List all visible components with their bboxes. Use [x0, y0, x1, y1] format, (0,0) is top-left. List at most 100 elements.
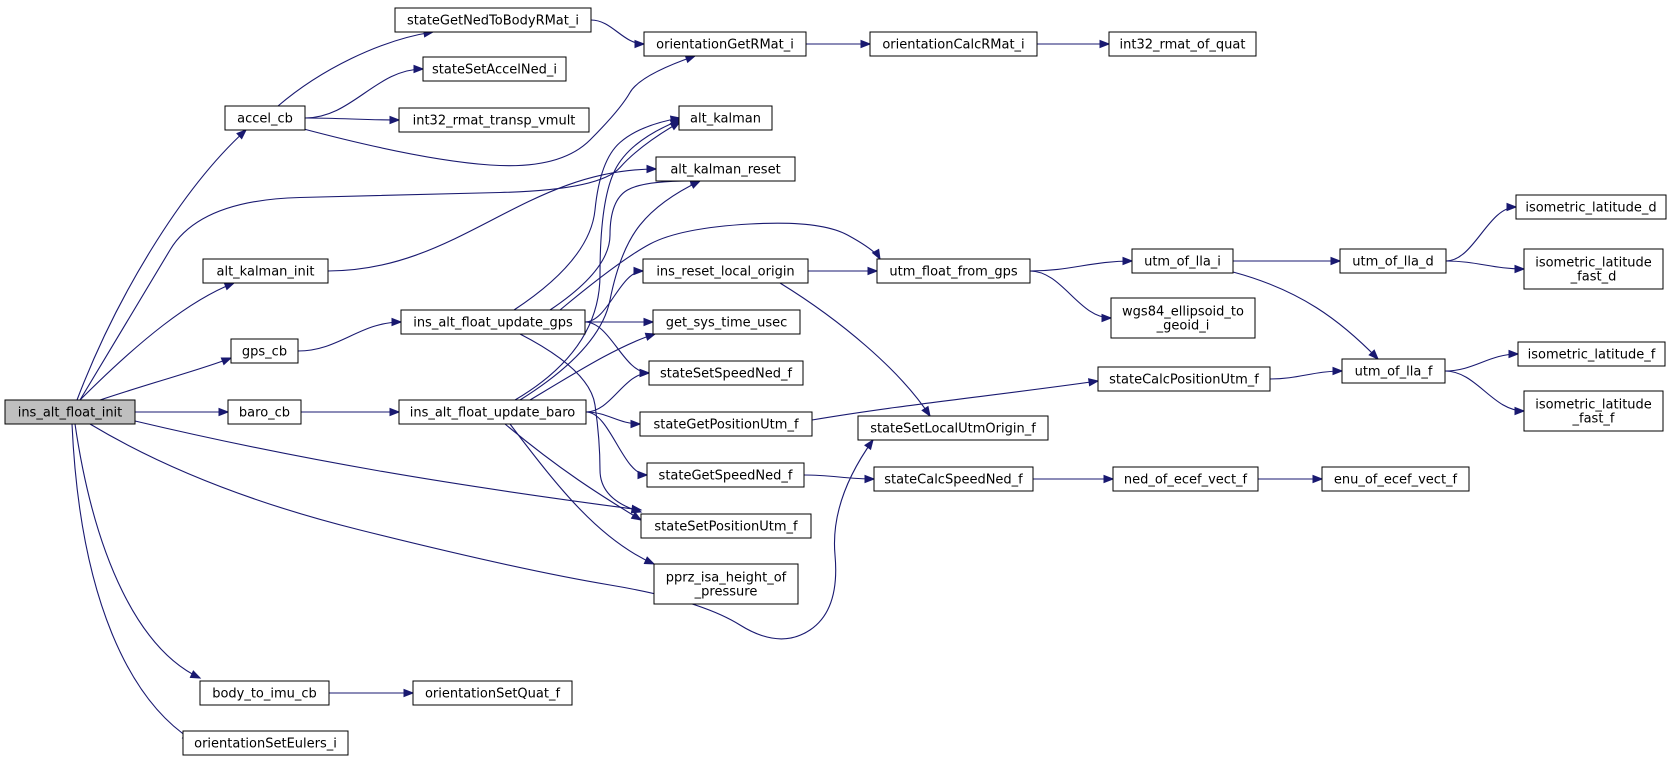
edge-orientationGetRMat_i-to-orientationCalcRMat_i [806, 39, 872, 49]
node-label: gps_cb [242, 345, 287, 360]
edge-utm_of_lla_f-to-isometric_latitude_f [1444, 349, 1520, 372]
node-isometric_latitude_f[interactable]: isometric_latitude_f [1517, 341, 1666, 367]
node-utm_of_lla_f[interactable]: utm_of_lla_f [1341, 358, 1446, 384]
edge-ins_alt_float_update_gps-to-alt_kalman_reset [549, 176, 702, 311]
edge-utm_of_lla_d-to-isometric_latitude_d [1445, 202, 1518, 262]
node-stateSetPositionUtm_f[interactable]: stateSetPositionUtm_f [640, 513, 812, 539]
node-stateGetNedToBodyRMat_i[interactable]: stateGetNedToBodyRMat_i [394, 7, 592, 33]
node-int32_rmat_of_quat[interactable]: int32_rmat_of_quat [1108, 31, 1257, 57]
node-ned_of_ecef_vect_f[interactable]: ned_of_ecef_vect_f [1112, 466, 1259, 492]
edge-body_to_imu_cb-to-orientationSetQuat_f [328, 688, 415, 698]
edge-utm_of_lla_i-to-utm_of_lla_f [1232, 271, 1379, 360]
node-label: isometric_latitude [1535, 398, 1652, 413]
node-body_to_imu_cb[interactable]: body_to_imu_cb [199, 680, 330, 706]
node-label: alt_kalman_reset [670, 163, 780, 178]
edge-ins_alt_float_update_baro-to-alt_kalman [514, 119, 682, 401]
node-stateSetLocalUtmOrigin_f[interactable]: stateSetLocalUtmOrigin_f [857, 415, 1049, 441]
node-alt_kalman_init[interactable]: alt_kalman_init [202, 258, 329, 284]
edge-utm_of_lla_f-to-isometric_latitude_fast_f [1444, 370, 1526, 416]
edge-ins_alt_float_init-to-body_to_imu_cb [74, 423, 202, 679]
edge-orientationCalcRMat_i-to-int32_rmat_of_quat [1037, 39, 1111, 49]
node-label: stateCalcSpeedNed_f [884, 473, 1023, 488]
node-label: utm_of_lla_i [1144, 255, 1221, 270]
edge-ned_of_ecef_vect_f-to-enu_of_ecef_vect_f [1257, 474, 1324, 484]
node-stateCalcPositionUtm_f[interactable]: stateCalcPositionUtm_f [1097, 366, 1271, 392]
node-stateGetPositionUtm_f[interactable]: stateGetPositionUtm_f [639, 411, 813, 437]
node-isometric_latitude_fast_f[interactable]: isometric_latitude_fast_f [1523, 390, 1664, 432]
node-label: ins_alt_float_update_gps [413, 316, 573, 331]
node-label: utm_of_lla_d [1352, 255, 1433, 270]
node-enu_of_ecef_vect_f[interactable]: enu_of_ecef_vect_f [1321, 466, 1470, 492]
node-wgs84_ellipsoid_to_geoid_i[interactable]: wgs84_ellipsoid_to_geoid_i [1110, 297, 1256, 339]
node-label: body_to_imu_cb [212, 687, 317, 702]
node-label: int32_rmat_of_quat [1120, 38, 1246, 53]
node-label: _fast_f [1572, 412, 1615, 427]
edge-ins_reset_local_origin-to-utm_float_from_gps [807, 266, 879, 276]
node-label: orientationSetQuat_f [425, 687, 560, 702]
node-ins_alt_float_init[interactable]: ins_alt_float_init [4, 399, 136, 425]
node-label: accel_cb [237, 112, 293, 127]
edge-ins_alt_float_update_baro-to-stateSetPositionUtm_f [504, 423, 643, 521]
node-label: stateGetPositionUtm_f [653, 418, 798, 433]
node-get_sys_time_usec[interactable]: get_sys_time_usec [652, 309, 801, 335]
edge-baro_cb-to-ins_alt_float_update_baro [301, 407, 401, 417]
edge-ins_alt_float_update_baro-to-stateGetPositionUtm_f [585, 411, 642, 429]
node-stateSetSpeedNed_f[interactable]: stateSetSpeedNed_f [648, 360, 804, 386]
edge-stateGetSpeedNed_f-to-stateCalcSpeedNed_f [803, 474, 876, 484]
node-label: int32_rmat_transp_vmult [413, 114, 576, 129]
node-stateGetSpeedNed_f[interactable]: stateGetSpeedNed_f [646, 462, 805, 488]
edge-ins_alt_float_init-to-accel_cb [76, 129, 248, 401]
node-label: isometric_latitude [1535, 256, 1652, 271]
edge-ins_reset_local_origin-to-stateSetLocalUtmOrigin_f [779, 282, 931, 418]
node-accel_cb[interactable]: accel_cb [224, 105, 306, 131]
edge-ins_alt_float_init-to-alt_kalman [79, 121, 682, 401]
node-isometric_latitude_fast_d[interactable]: isometric_latitude_fast_d [1523, 248, 1664, 290]
node-label: wgs84_ellipsoid_to [1122, 305, 1244, 320]
node-orientationSetQuat_f[interactable]: orientationSetQuat_f [412, 680, 573, 706]
node-orientationGetRMat_i[interactable]: orientationGetRMat_i [643, 31, 807, 57]
node-label: isometric_latitude_f [1528, 348, 1656, 363]
node-pprz_isa_height_of_pressure[interactable]: pprz_isa_height_of_pressure [653, 563, 799, 605]
edge-utm_of_lla_d-to-isometric_latitude_fast_d [1445, 260, 1526, 274]
node-label: utm_float_from_gps [889, 265, 1017, 280]
edge-ins_alt_float_init-to-baro_cb [135, 407, 230, 417]
edge-gps_cb-to-ins_alt_float_update_gps [297, 317, 403, 352]
node-stateSetAccelNed_i[interactable]: stateSetAccelNed_i [422, 56, 567, 82]
edge-accel_cb-to-stateGetNedToBodyRMat_i [277, 29, 435, 107]
node-utm_float_from_gps[interactable]: utm_float_from_gps [876, 258, 1031, 284]
node-label: isometric_latitude_d [1525, 201, 1656, 216]
node-ins_reset_local_origin[interactable]: ins_reset_local_origin [642, 258, 809, 284]
node-int32_rmat_transp_vmult[interactable]: int32_rmat_transp_vmult [398, 107, 590, 133]
node-label: ins_alt_float_init [18, 406, 123, 421]
edge-utm_float_from_gps-to-utm_of_lla_i [1029, 256, 1134, 272]
edge-ins_alt_float_update_baro-to-stateSetSpeedNed_f [585, 368, 651, 413]
node-orientationSetEulers_i[interactable]: orientationSetEulers_i [182, 730, 349, 756]
edge-stateGetPositionUtm_f-to-stateCalcPositionUtm_f [811, 378, 1100, 421]
node-ins_alt_float_update_gps[interactable]: ins_alt_float_update_gps [400, 309, 586, 335]
node-label: alt_kalman_init [217, 265, 315, 280]
node-utm_of_lla_i[interactable]: utm_of_lla_i [1131, 248, 1234, 274]
node-label: stateGetNedToBodyRMat_i [407, 14, 579, 29]
node-gps_cb[interactable]: gps_cb [230, 338, 299, 364]
node-alt_kalman[interactable]: alt_kalman [678, 105, 773, 131]
node-label: baro_cb [239, 406, 290, 421]
edge-stateGetNedToBodyRMat_i-to-orientationGetRMat_i [590, 19, 646, 49]
edge-ins_alt_float_update_gps-to-stateSetPositionUtm_f [519, 333, 643, 514]
node-orientationCalcRMat_i[interactable]: orientationCalcRMat_i [869, 31, 1038, 57]
node-label: orientationGetRMat_i [656, 38, 794, 53]
node-baro_cb[interactable]: baro_cb [227, 399, 302, 425]
edge-alt_kalman_init-to-alt_kalman_reset [327, 164, 658, 272]
node-label: pprz_isa_height_of [666, 571, 787, 586]
node-stateCalcSpeedNed_f[interactable]: stateCalcSpeedNed_f [873, 466, 1034, 492]
edge-stateCalcPositionUtm_f-to-utm_of_lla_f [1269, 366, 1344, 380]
node-label: ned_of_ecef_vect_f [1124, 473, 1248, 488]
node-alt_kalman_reset[interactable]: alt_kalman_reset [655, 156, 796, 182]
node-ins_alt_float_update_baro[interactable]: ins_alt_float_update_baro [398, 399, 587, 425]
node-label: _fast_d [1570, 270, 1617, 285]
node-isometric_latitude_d[interactable]: isometric_latitude_d [1515, 194, 1667, 220]
edge-ins_alt_float_update_gps-to-stateSetSpeedNed_f [584, 321, 651, 378]
edge-ins_alt_float_init-to-gps_cb [99, 357, 233, 401]
node-label: stateSetLocalUtmOrigin_f [870, 422, 1036, 437]
node-utm_of_lla_d[interactable]: utm_of_lla_d [1339, 248, 1447, 274]
